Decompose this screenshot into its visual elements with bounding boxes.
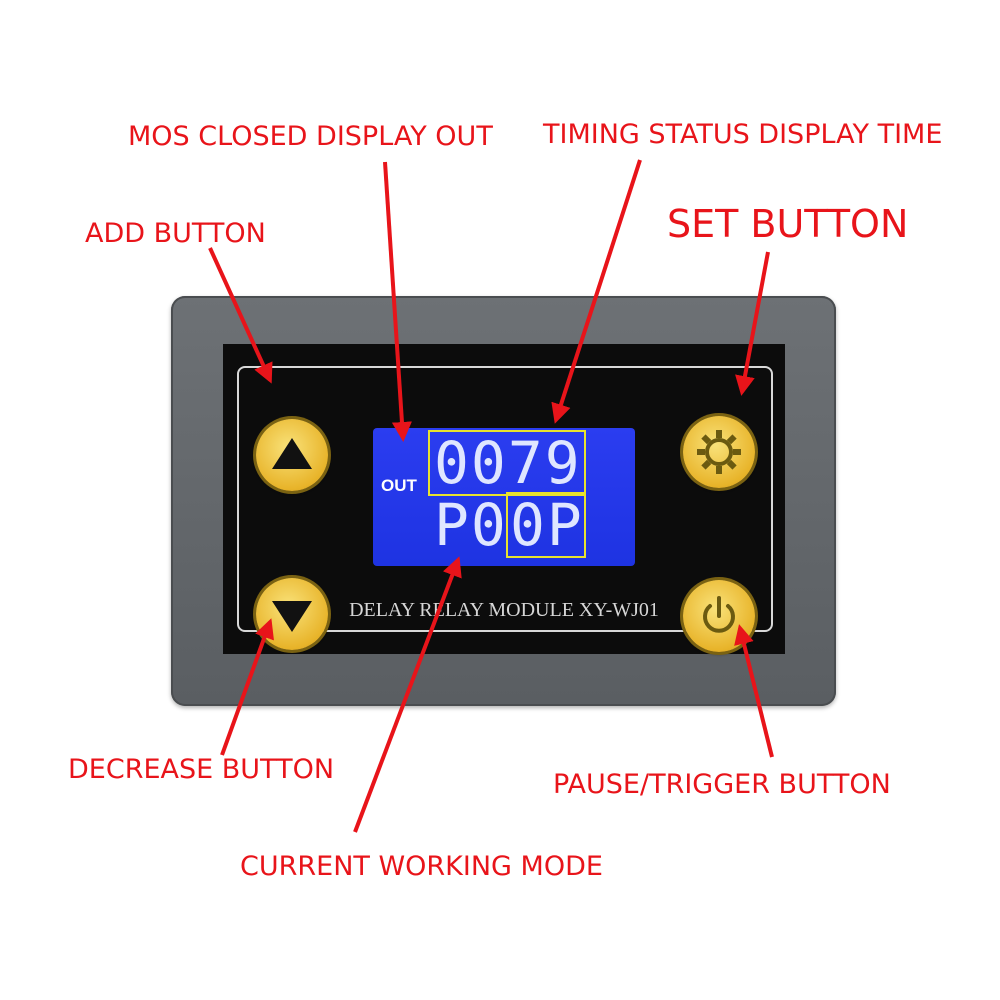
label-current-working-mode: CURRENT WORKING MODE (240, 851, 603, 882)
triangle-up-icon (272, 438, 312, 469)
arrow-set-button (735, 251, 770, 396)
status-value: 0P (510, 491, 584, 559)
time-value: 0079 (434, 429, 582, 497)
label-decrease-button: DECREASE BUTTON (68, 754, 335, 785)
add-button[interactable] (256, 419, 328, 491)
module-name: DELAY RELAY MODULE XY-WJ01 (349, 599, 659, 621)
label-timing-status-display-time: TIMING STATUS DISPLAY TIME (543, 119, 943, 150)
set-button[interactable] (683, 416, 755, 488)
label-add-button: ADD BUTTON (85, 218, 266, 249)
out-indicator: OUT (381, 476, 417, 495)
panel-frame (237, 366, 773, 632)
lcd-display: OUT 0079 P0 0P (373, 428, 635, 566)
arrow-timing-status (551, 159, 642, 424)
power-icon (703, 596, 735, 633)
delay-relay-module: OUT 0079 P0 0P DELAY RELAY MODULE XY-WJ0… (171, 296, 836, 706)
label-pause-trigger-button: PAUSE/TRIGGER BUTTON (553, 769, 891, 800)
arrow-add-button (208, 247, 273, 384)
arrow-decrease-button (220, 618, 274, 756)
arrow-pause-trigger (734, 624, 774, 758)
label-set-button: SET BUTTON (667, 202, 909, 246)
status-highlight-box (506, 492, 586, 558)
arrow-mos-closed (383, 161, 412, 442)
gear-icon (697, 430, 741, 474)
arrow-current-mode (353, 556, 462, 833)
triangle-down-icon (272, 601, 312, 632)
mode-value: P0 (434, 491, 508, 559)
label-mos-closed-display-out: MOS CLOSED DISPLAY OUT (128, 121, 493, 152)
pause-trigger-button[interactable] (683, 580, 755, 652)
front-panel: OUT 0079 P0 0P DELAY RELAY MODULE XY-WJ0… (223, 344, 785, 654)
